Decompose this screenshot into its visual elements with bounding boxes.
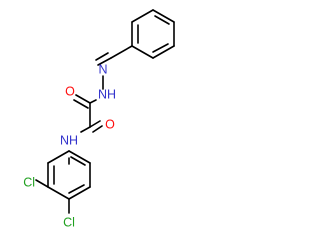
atom-label-amide-o: O xyxy=(105,117,115,131)
atom-label-cl-lower: Cl xyxy=(63,215,75,229)
bond-ring-top-double-1 xyxy=(154,15,170,25)
bond-c1-o-double xyxy=(73,99,89,109)
bond-c2-o xyxy=(89,120,101,128)
bond-ring-top-3 xyxy=(152,45,175,59)
bond-c2-o-double xyxy=(92,125,103,133)
atom-label-amide-nh: NH xyxy=(60,133,78,147)
chemical-structure-diagram: N NH O O NH Cl Cl xyxy=(23,9,175,229)
bond-nh-to-c1 xyxy=(89,99,97,104)
bond-ch-n-double xyxy=(95,52,109,61)
bond-ring-bottom-4 xyxy=(47,186,70,200)
bond-ch-to-n xyxy=(97,57,112,66)
bond-ring-bottom-3 xyxy=(68,186,91,200)
bond-ring-bottom-double-1 xyxy=(70,156,86,166)
bond-c2-to-nh xyxy=(80,126,91,133)
benzene-ring-top xyxy=(131,9,175,59)
atom-label-imine-n: N xyxy=(98,62,107,76)
bond-ring-top-4 xyxy=(131,45,154,59)
bond-ring-bottom-6 xyxy=(47,150,70,164)
structure-canvas: N NH O O NH Cl Cl xyxy=(23,9,175,230)
bond-c1-o xyxy=(75,94,91,104)
bond-ring-to-cl-upper xyxy=(35,179,49,188)
benzene-ring-bottom xyxy=(47,150,91,200)
atom-label-hydrazide-o: O xyxy=(65,84,75,98)
bond-ring-bottom-1 xyxy=(68,150,91,164)
bond-ring-top-6 xyxy=(131,9,154,23)
bond-ring-top-1 xyxy=(152,9,175,23)
atom-label-hydrazide-nh: NH xyxy=(98,87,116,101)
atom-label-cl-upper: Cl xyxy=(23,175,35,189)
bond-ring-to-ch xyxy=(110,45,133,59)
bond-ring-bottom-double-2 xyxy=(68,184,85,194)
bond-ring-top-double-2 xyxy=(152,43,169,53)
